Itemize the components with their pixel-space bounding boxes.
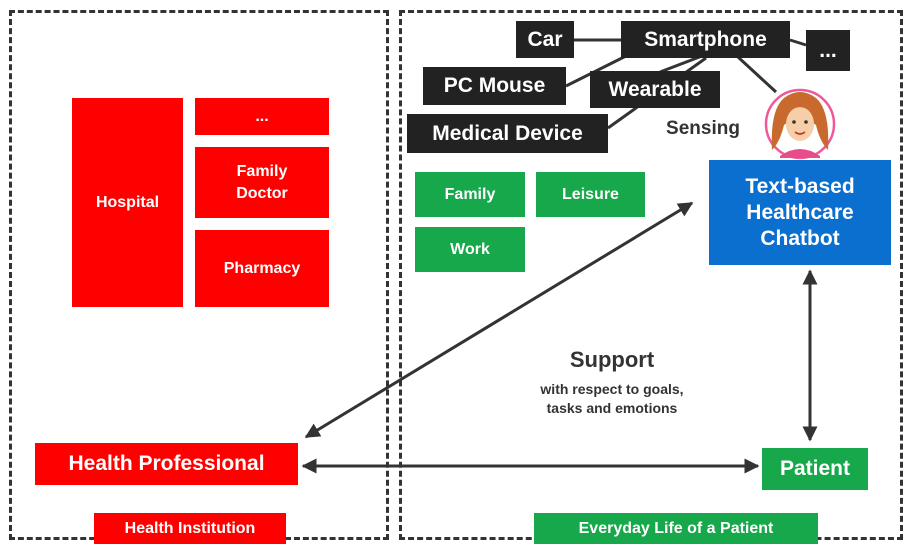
family-doctor-box: Family Doctor [195, 147, 329, 218]
line-wearable-smartphone [659, 54, 703, 74]
smartphone-box: Smartphone [621, 21, 790, 58]
health-professional-label: Health Professional [68, 452, 265, 475]
hospital-label: Hospital [95, 193, 160, 211]
leisure-label: Leisure [562, 185, 619, 203]
leisure-box: Leisure [536, 172, 645, 217]
line-pcmouse-smartphone [565, 52, 631, 88]
everyday-life-label-box: Everyday Life of a Patient [534, 513, 818, 544]
family-box: Family [415, 172, 525, 217]
health-professional-box: Health Professional [35, 443, 298, 485]
woman-avatar-icon [764, 88, 836, 160]
line-smartphone-avatar [736, 55, 778, 94]
pharmacy-label: Pharmacy [223, 259, 301, 277]
hospital-box: Hospital [72, 98, 183, 307]
work-label: Work [450, 240, 490, 258]
chatbot-box: Text-based Healthcare Chatbot [709, 160, 891, 265]
family-doctor-label: Family Doctor [236, 162, 288, 202]
pc-mouse-label: PC Mouse [443, 74, 546, 97]
pharmacy-box: Pharmacy [195, 230, 329, 307]
sensing-label: Sensing [666, 118, 740, 139]
more-devices-label: ... [819, 38, 837, 62]
family-label: Family [444, 185, 496, 203]
everyday-life-label: Everyday Life of a Patient [578, 519, 774, 537]
chatbot-label: Text-based Healthcare Chatbot [745, 174, 855, 250]
line-smartphone-more [789, 38, 807, 47]
work-box: Work [415, 227, 525, 272]
wearable-label: Wearable [608, 77, 702, 101]
medical-device-box: Medical Device [407, 114, 608, 153]
patient-label: Patient [779, 457, 850, 480]
pc-mouse-box: PC Mouse [423, 67, 566, 105]
support-title: Support [569, 347, 655, 372]
more-institutions-label: ... [255, 107, 269, 125]
more-devices-box: ... [806, 30, 850, 71]
support-subtitle: with respect to goals, tasks and emotion… [540, 381, 684, 416]
arrow-professional-chatbot [304, 201, 694, 439]
health-institution-label-box: Health Institution [94, 513, 286, 544]
wearable-box: Wearable [590, 71, 720, 108]
more-institutions-box: ... [195, 98, 329, 135]
car-label: Car [527, 27, 563, 51]
car-box: Car [516, 21, 574, 58]
patient-box: Patient [762, 448, 868, 490]
health-institution-label: Health Institution [124, 519, 256, 537]
smartphone-label: Smartphone [644, 27, 767, 51]
medical-device-label: Medical Device [432, 121, 583, 145]
